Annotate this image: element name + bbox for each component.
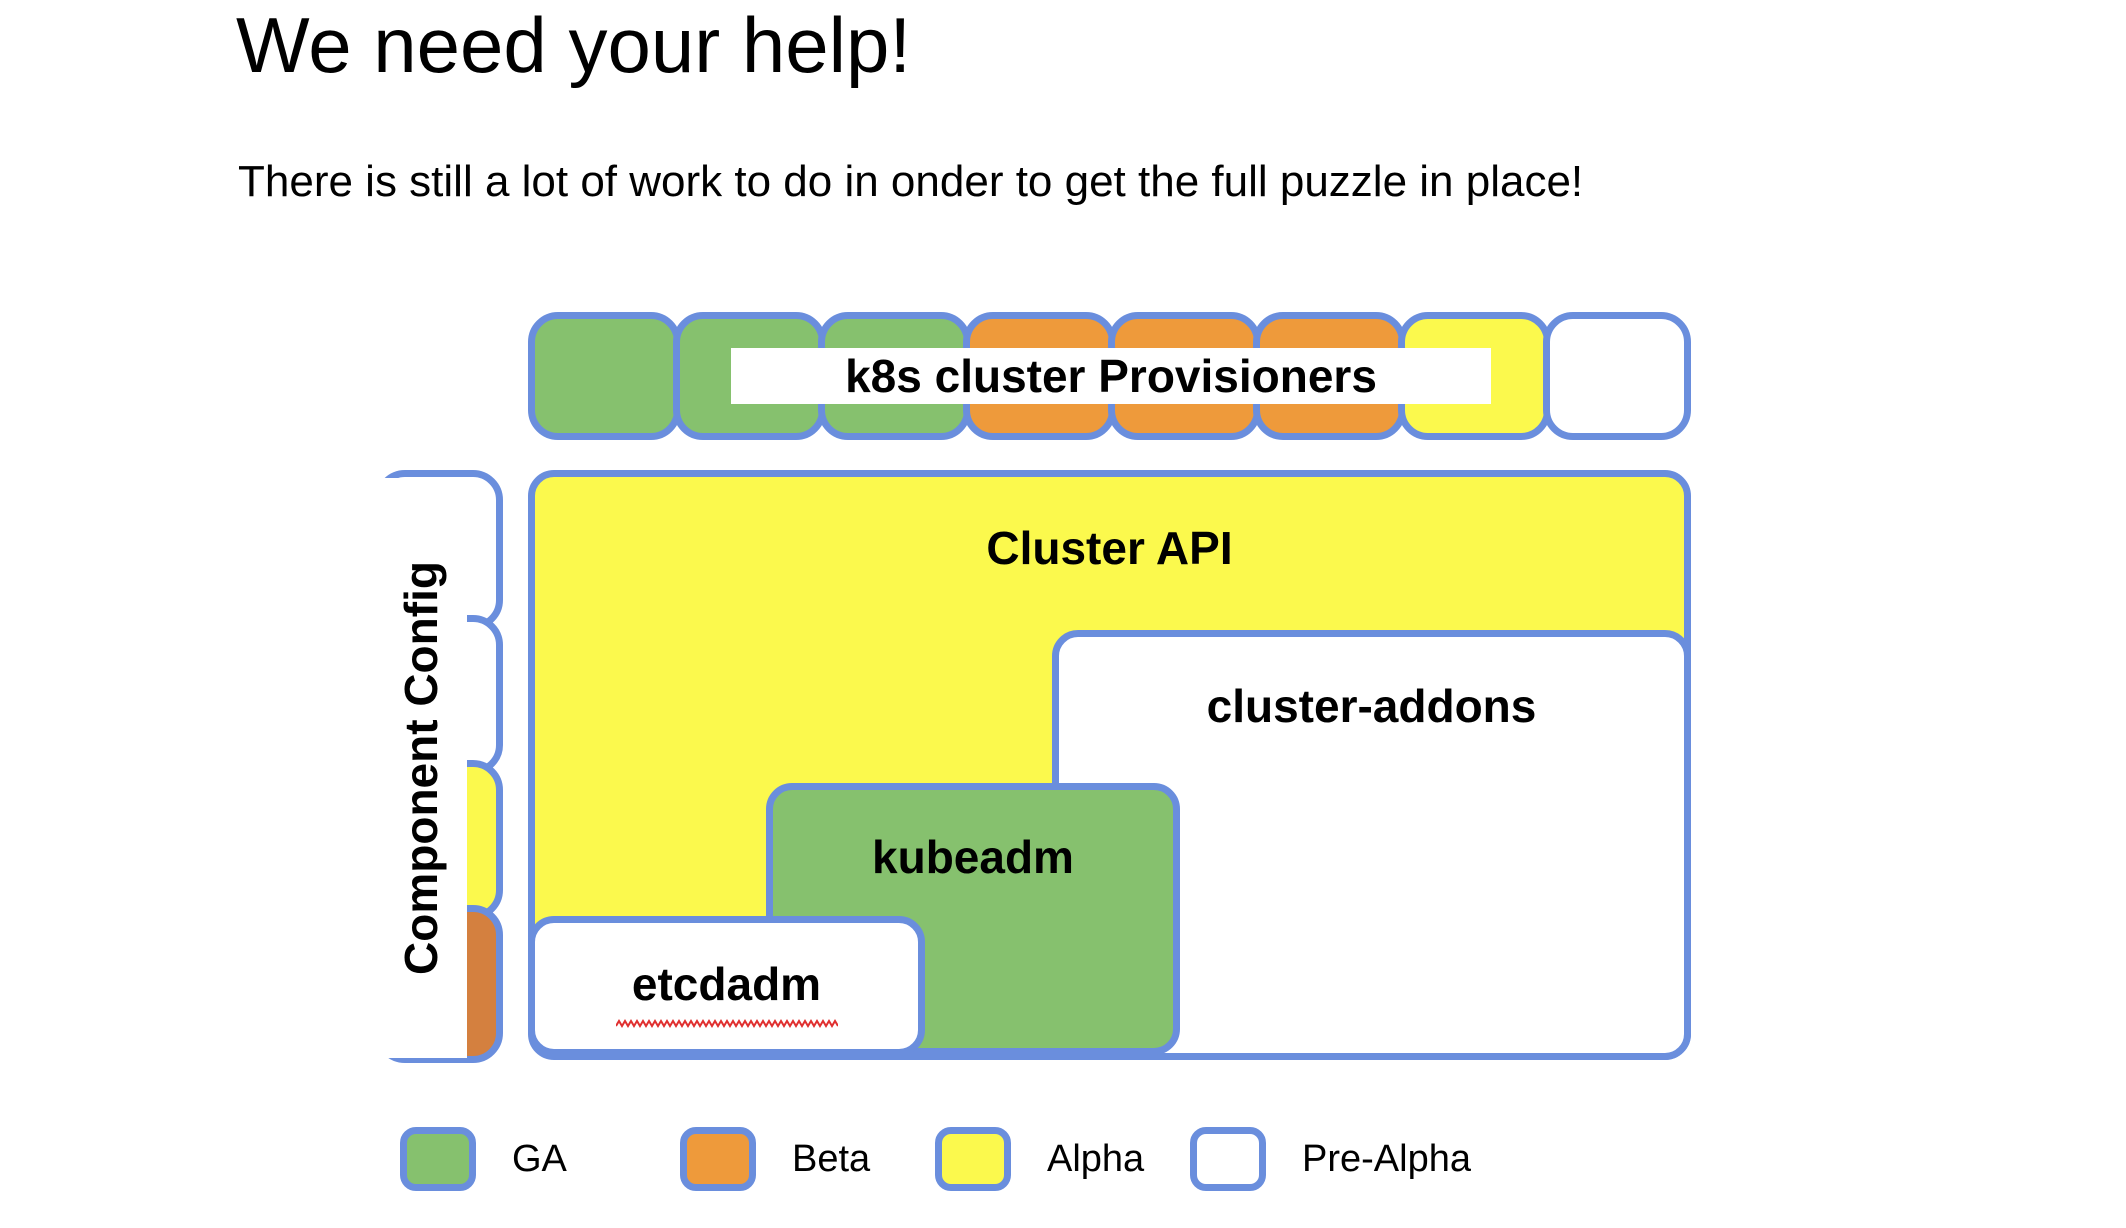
kubeadm-label: kubeadm [872, 831, 1074, 883]
legend-item-alpha: Alpha [935, 1125, 1144, 1193]
legend-item-pre-alpha: Pre-Alpha [1190, 1125, 1471, 1193]
provisioner-box-1[interactable] [528, 312, 681, 440]
legend-item-ga: GA [400, 1125, 567, 1193]
legend-swatch-beta [680, 1127, 756, 1191]
cluster-addons-label: cluster-addons [1206, 680, 1537, 732]
etcdadm-box[interactable]: etcdadm [528, 916, 925, 1056]
spellcheck-underline-icon [615, 1019, 838, 1028]
legend-label-beta: Beta [792, 1137, 871, 1180]
provisioner-box-8[interactable] [1543, 312, 1691, 440]
page-title: We need your help! [236, 1, 911, 89]
legend-label-pre-alpha: Pre-Alpha [1302, 1137, 1471, 1180]
cluster-api-label: Cluster API [986, 522, 1233, 574]
legend-item-beta: Beta [680, 1125, 870, 1193]
legend-label-alpha: Alpha [1047, 1137, 1145, 1180]
provisioners-label: k8s cluster Provisioners [731, 348, 1491, 404]
legend-swatch-pre-alpha [1190, 1127, 1266, 1191]
etcdadm-label: etcdadm [631, 958, 822, 1010]
legend-swatch-ga [400, 1127, 476, 1191]
legend-label-ga: GA [512, 1137, 567, 1180]
page-subtitle: There is still a lot of work to do in on… [238, 157, 1584, 206]
component-config-label: Component Config [375, 478, 467, 1058]
legend: GA Beta Alpha Pre-Alpha [400, 1125, 1700, 1195]
legend-swatch-alpha [935, 1127, 1011, 1191]
component-config-label-text: Component Config [395, 561, 448, 975]
